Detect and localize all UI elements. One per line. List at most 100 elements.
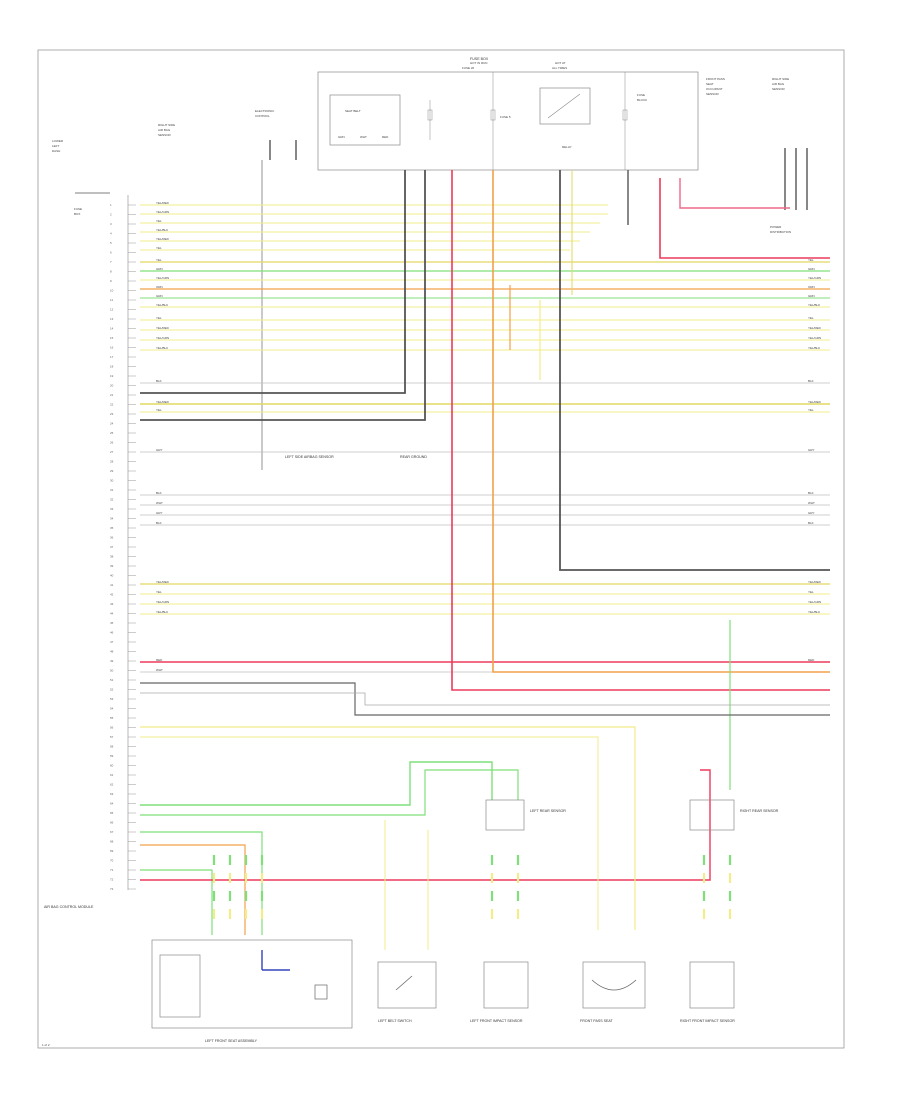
pin-number: 51 [110,678,114,682]
pin-number: 38 [110,555,114,559]
wire-label: YEL/BLK [156,346,168,350]
pin-number: 54 [110,707,114,711]
pin-number: 15 [110,336,114,340]
pin-number: 32 [110,498,114,502]
pin-number: 40 [110,574,114,578]
wire-label: GRN [156,267,163,271]
pin-number: 39 [110,564,114,568]
pin-number: 11 [110,298,113,302]
pin-number: 45 [110,621,114,625]
wire-label: YEL/GRN [156,276,169,280]
pin-number: 70 [110,859,114,863]
svg-text:FUSE 20: FUSE 20 [462,66,475,70]
pin-number: 49 [110,659,114,663]
wire-label: YEL/BLK [808,346,820,350]
pin-number: 52 [110,688,114,692]
control-unit-pins: 1234567891011121314151617181920212223242… [110,203,136,891]
wire-label: YEL [156,590,162,594]
pin-number: 25 [110,431,114,435]
label-control-unit: AIR BAG CONTROL MODULE [44,905,94,909]
pin-number: 18 [110,365,114,369]
label-left-impact: LEFT FRONT IMPACT SENSOR [470,1019,523,1023]
svg-text:SENSOR: SENSOR [158,133,172,137]
svg-text:BOX: BOX [74,212,80,216]
pin-number: 69 [110,849,114,853]
wire-label: GRN [808,294,815,298]
wire-label: YEL/RED [156,326,170,330]
wire-label: BLK [808,379,814,383]
wire-label: YEL [808,258,814,262]
pin-number: 2 [110,213,112,217]
pin-number: 34 [110,517,114,521]
wire-label: WHT [156,501,163,505]
harness-wires: YEL/RED YEL/GRN YEL YEL/BLK YEL/RED YEL YEL YEL… [140,201,830,673]
svg-text:RELAY: RELAY [562,145,572,149]
page-code: 1 of 2 [42,1043,50,1047]
pin-number: 47 [110,640,114,644]
pin-number: 71 [110,868,114,872]
wire-label: WHT [156,668,163,672]
pin-number: 50 [110,669,114,673]
wire-label: RED [156,658,163,662]
svg-text:RED: RED [382,135,389,139]
pin-number: 57 [110,735,114,739]
svg-text:GRN: GRN [338,135,345,139]
sensor-drops [140,620,830,950]
pin-number: 20 [110,384,114,388]
pin-number: 21 [110,393,114,397]
pin-number: 36 [110,536,114,540]
svg-text:AIR BAG: AIR BAG [772,82,785,86]
pin-number: 63 [110,792,114,796]
pin-number: 12 [110,308,114,312]
svg-text:ELECTRONIC: ELECTRONIC [255,109,275,113]
diagram-frame [37,49,845,1049]
pin-number: 27 [110,450,114,454]
pin-number: 72 [110,878,114,882]
svg-text:AIR BAG: AIR BAG [158,128,171,132]
vertical-wires [140,170,830,691]
pin-number: 43 [110,602,114,606]
wire-label: GRY [156,511,162,515]
pin-number: 41 [110,583,114,587]
svg-text:SEAT BELT: SEAT BELT [345,109,361,113]
svg-text:LOWER: LOWER [52,139,64,143]
pin-number: 22 [110,403,114,407]
wire-label: ORN [808,285,815,289]
wire-label: YEL/BLK [156,228,168,232]
pin-number: 42 [110,593,114,597]
svg-text:SEAT: SEAT [706,82,714,86]
junction-box: HOT IN RUN FUSE 20 HOT AT ALL TIMES SEAT… [317,61,699,171]
pin-number: 23 [110,412,114,416]
pin-number: 68 [110,840,114,844]
pin-number: 13 [110,317,114,321]
label-front-pass: FRONT PASS SEAT [580,1019,614,1023]
pin-number: 37 [110,545,114,549]
label-right-impact: RIGHT FRONT IMPACT SENSOR [680,1019,735,1023]
svg-text:DASH: DASH [52,149,60,153]
wire-label: YEL [156,408,162,412]
pin-number: 62 [110,783,114,787]
wire-label: YEL/RED [156,580,170,584]
pin-number: 16 [110,346,114,350]
pin-number: 5 [110,241,112,245]
wire-label: YEL/GRN [156,336,169,340]
pin-number: 58 [110,745,114,749]
svg-text:HOT IN RUN: HOT IN RUN [470,61,487,65]
wire-label: YEL [156,316,162,320]
wire-label: YEL/GRN [156,210,169,214]
label-left-side: LEFT SIDE AIRBAG SENSOR [285,455,334,459]
pin-number: 26 [110,441,114,445]
svg-text:CONTROL: CONTROL [255,114,270,118]
wire-label: YEL/RED [156,237,170,241]
pin-number: 73 [110,887,114,891]
wire-label: YEL/BLK [156,303,168,307]
connector-stacks [212,855,732,919]
label-left-seat: LEFT FRONT SEAT ASSEMBLY [205,1039,258,1043]
wire-label: BLK [808,521,814,525]
wire-label: YEL [156,258,162,262]
pin-number: 67 [110,830,114,834]
svg-text:FRONT PASS: FRONT PASS [706,77,725,81]
wire-label: BLK [156,379,162,383]
top-connectors [75,140,808,470]
